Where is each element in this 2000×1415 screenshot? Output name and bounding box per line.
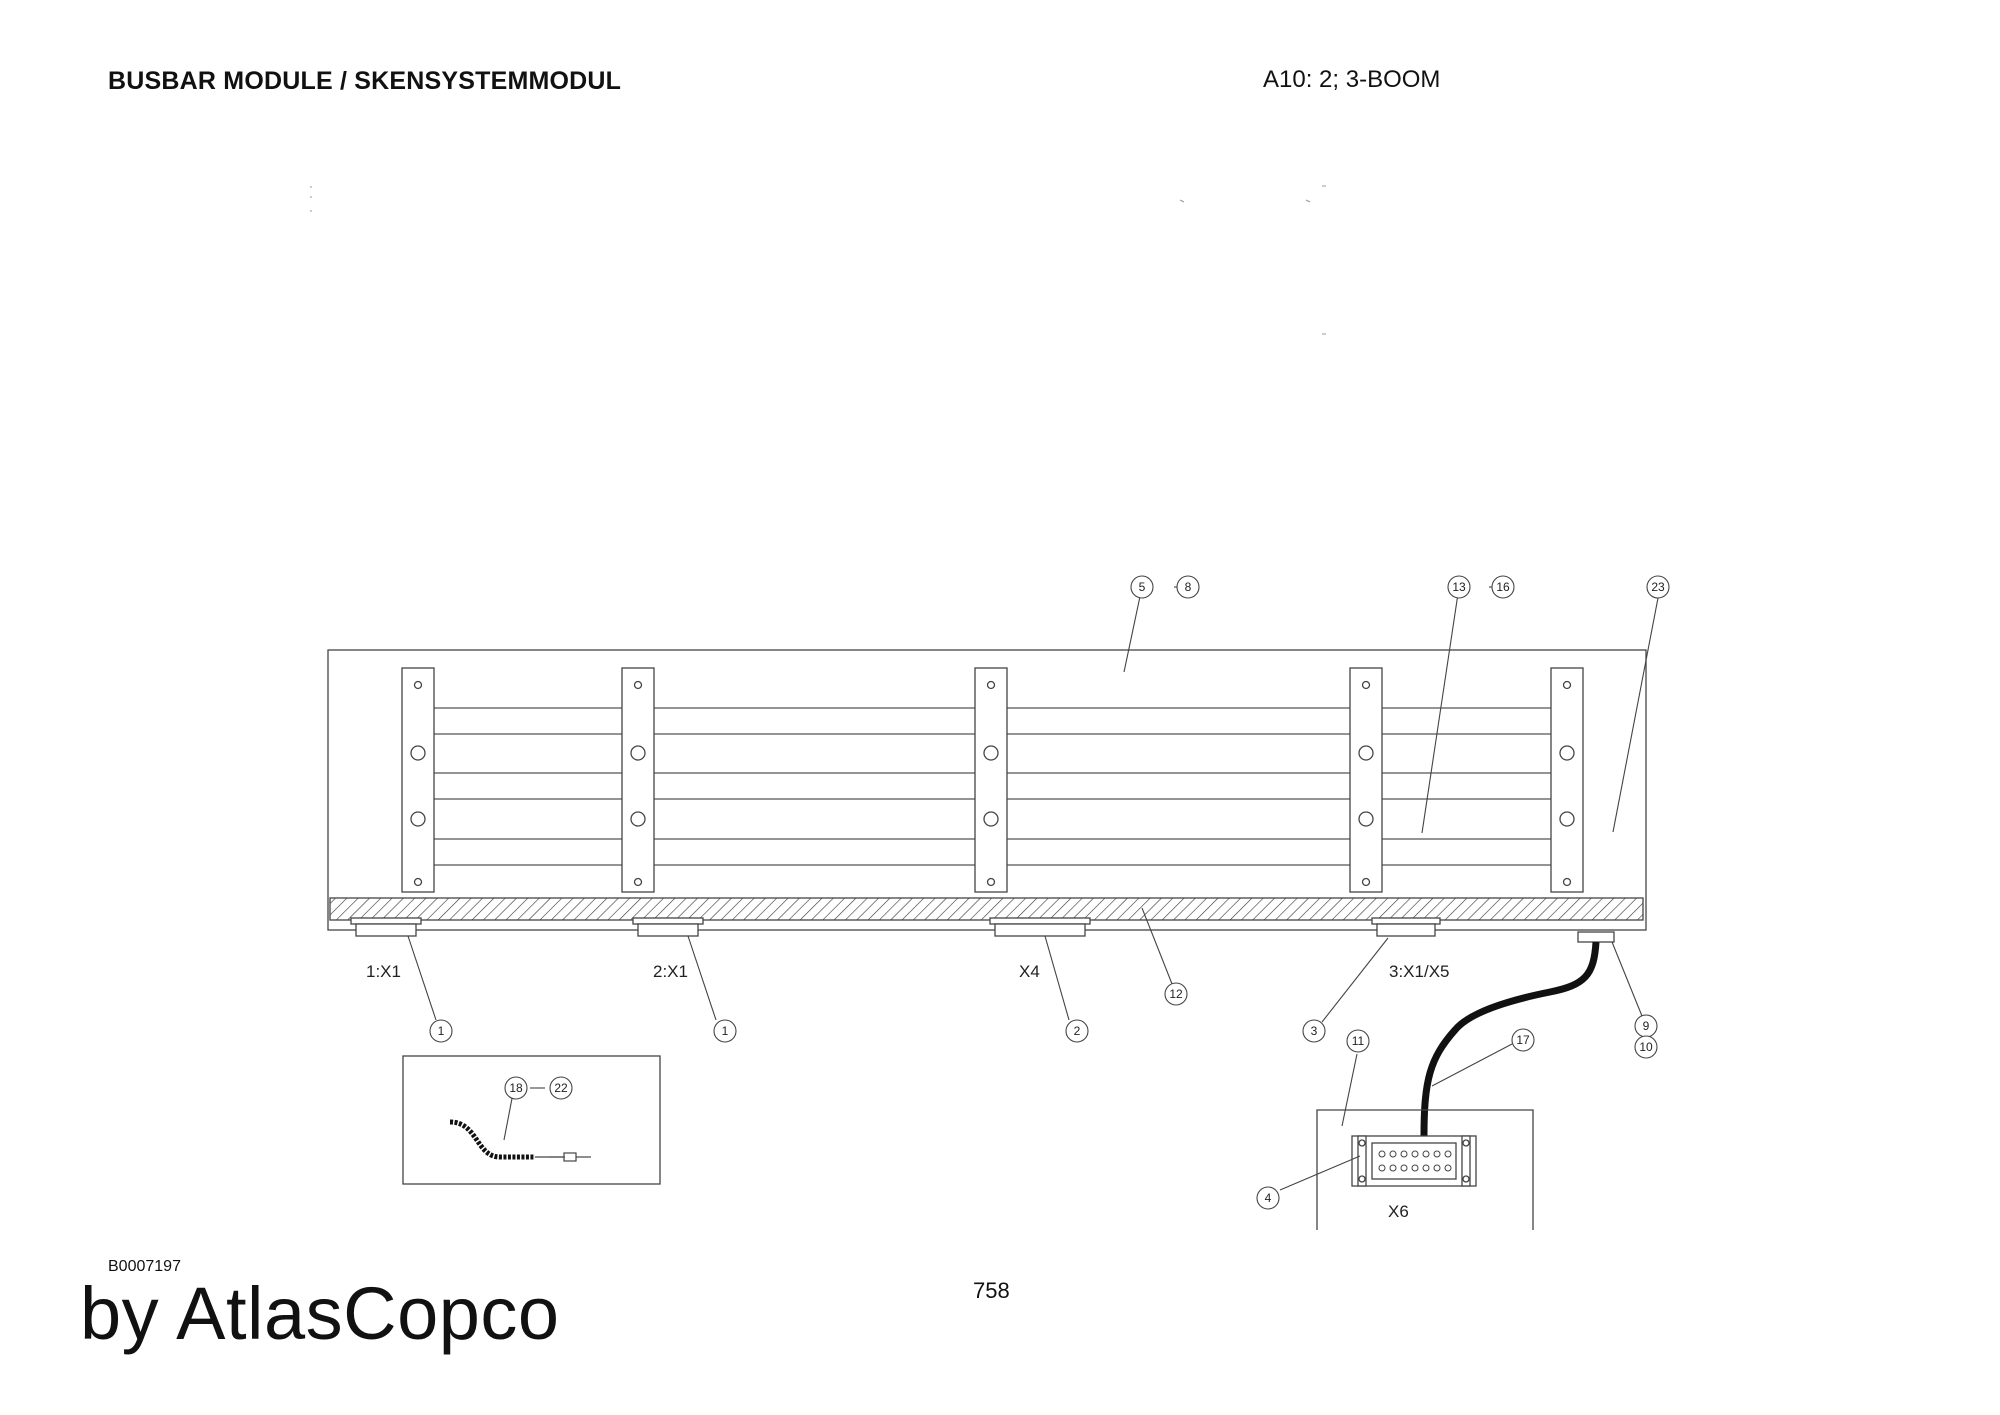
callout-8: 8 [1185,580,1192,594]
publisher-watermark: by AtlasCopco [80,1272,560,1355]
wire-detail-box [402,1055,661,1185]
busbar-support [1550,667,1584,893]
wire-sleeve [449,1119,535,1160]
callout-3: 3 [1311,1024,1318,1038]
callout-5: 5 [1139,580,1146,594]
bottom-connectors [350,917,1615,943]
callout-1: 1 [438,1024,445,1038]
callout-16: 16 [1496,580,1510,594]
connector-1-x1 [350,917,422,937]
cable-gland [1577,931,1615,943]
leader-lines [407,586,1659,1191]
busbar-support [974,667,1008,893]
x6-connector [1351,1135,1477,1187]
label-x6: X6 [1388,1202,1409,1221]
callout-1-second: 1 [722,1024,729,1038]
callout-4: 4 [1265,1191,1272,1205]
busbar-support [401,667,435,893]
wire-ferrule [563,1152,577,1162]
cable-to-x6 [1420,941,1600,1137]
label-1-x1: 1:X1 [366,962,401,981]
callout-numbers: 5 8 13 16 23 12 1 1 2 3 9 10 11 17 4 18 … [438,580,1665,1205]
busbar-supports [401,667,1584,893]
scan-marks [310,185,1326,335]
busbar-support [621,667,655,893]
connector-2-x1 [632,917,704,937]
document-code: B0007197 [108,1258,181,1275]
x6-pins [1378,1150,1452,1172]
callout-10: 10 [1639,1040,1653,1054]
callout-11: 11 [1352,1034,1365,1048]
page-title: BUSBAR MODULE / SKENSYSTEMMODUL [108,67,622,95]
enclosure-outline [327,649,1647,931]
page-number: 758 [973,1278,1010,1303]
callout-2: 2 [1074,1024,1081,1038]
label-3-x1-x5: 3:X1/X5 [1389,962,1450,981]
connector-x4 [989,917,1091,937]
base-plate [329,897,1644,921]
callout-18: 18 [509,1081,523,1095]
label-x4: X4 [1019,962,1040,981]
connector-3-x1-x5 [1371,917,1441,937]
callout-circles [429,575,1670,1210]
page-subtitle: A10: 2; 3-BOOM [1263,66,1441,93]
callout-17: 17 [1516,1033,1530,1047]
callout-13: 13 [1452,580,1466,594]
connector-labels: 1:X1 2:X1 X4 3:X1/X5 X6 [366,962,1450,1221]
busbar-support [1349,667,1383,893]
label-2-x1: 2:X1 [653,962,688,981]
callout-23: 23 [1651,580,1665,594]
callout-9: 9 [1643,1019,1650,1033]
x6-detail-box [1316,1109,1534,1230]
callout-12: 12 [1169,987,1183,1001]
callout-22: 22 [554,1081,568,1095]
